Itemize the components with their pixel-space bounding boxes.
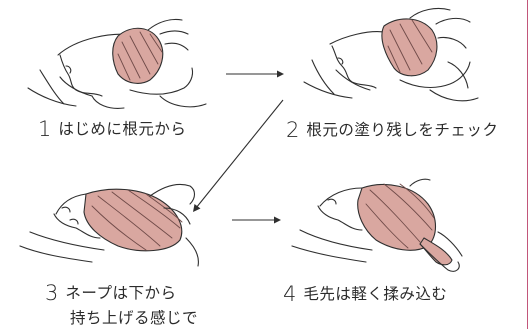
step-1-caption: 1 はじめに根元から (38, 117, 186, 141)
step-4-caption: 4 毛先は軽く揉み込む (283, 282, 447, 306)
arrow-3-to-4 (232, 216, 281, 224)
step-3-caption: 3 ネープは下から 持ち上げる感じで (45, 281, 198, 327)
step-2-caption: 2 根元の塗り残しをチェック (286, 118, 498, 142)
step-3-text-line-2: 持ち上げる感じで (70, 309, 199, 327)
step-2-number: 2 (286, 118, 299, 142)
arrow-2-to-3 (193, 99, 284, 212)
step-1-illustration (27, 18, 207, 109)
step-2-text: 根元の塗り残しをチェック (306, 121, 499, 139)
step-1-text: はじめに根元から (58, 120, 187, 138)
arrow-1-to-2 (226, 70, 284, 78)
frame-border (527, 0, 528, 329)
step-4-text: 毛先は軽く揉み込む (303, 285, 448, 303)
step-3-text: ネープは下から (65, 284, 177, 302)
step-2-illustration (303, 7, 479, 102)
step-4-illustration (291, 178, 463, 272)
step-1-number: 1 (38, 117, 51, 141)
step-3-number: 3 (45, 281, 58, 305)
step-3-illustration (19, 183, 199, 267)
step-4-number: 4 (283, 282, 296, 306)
